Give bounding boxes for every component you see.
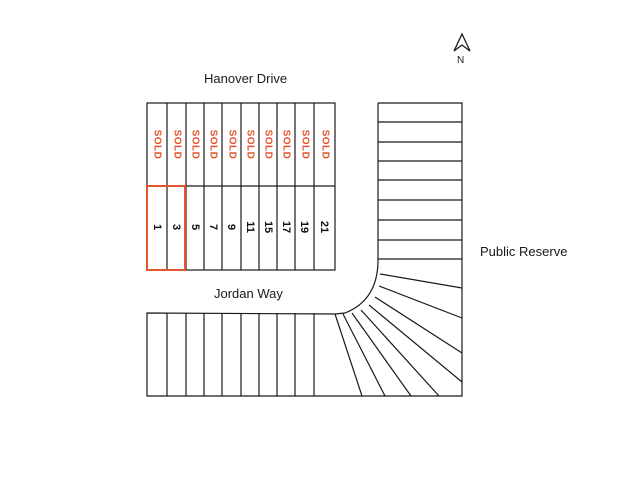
lot-boundary-line [368,304,463,383]
lot-status-sold: SOLD [262,129,274,159]
street-label-hanover: Hanover Drive [204,71,288,86]
lot-status-sold: SOLD [280,129,292,159]
lot-status-sold: SOLD [151,129,163,159]
lower-lot-block [146,312,336,397]
lot-boundary-line [342,313,386,397]
lot-status-sold: SOLD [319,129,330,159]
lot-boundary-line [351,312,412,397]
lot-boundary-line [374,296,463,354]
lot-number[interactable]: 17 [280,220,292,234]
lot-number[interactable]: 19 [298,220,311,234]
lot-status-sold: SOLD [189,129,201,159]
east-lot-block [334,102,463,397]
north-label: N [457,55,465,66]
street-label-jordan: Jordan Way [214,286,283,301]
lot-number[interactable]: 9 [225,223,238,231]
lot-number[interactable]: 7 [207,223,219,231]
highlighted-lots-outline[interactable] [146,185,186,271]
lot-boundary-line [379,273,463,289]
lot-boundary-line [334,313,363,397]
lot-number[interactable]: 1 [151,223,163,231]
lot-number[interactable]: 11 [243,221,256,233]
lot-boundary-line [378,285,463,319]
lot-status-sold: SOLD [244,129,256,159]
east-block-outline [334,102,463,397]
lot-status-sold: SOLD [207,129,219,159]
north-arrow-icon [453,32,471,52]
lot-number[interactable]: 15 [262,220,274,234]
lot-number[interactable]: 21 [318,220,331,234]
lot-status-sold: SOLD [226,129,237,159]
lot-number[interactable]: 5 [189,223,201,231]
public-reserve-label: Public Reserve [480,244,568,259]
lot-status-sold: SOLD [299,129,310,159]
lot-number[interactable]: 3 [170,223,183,231]
lot-status-sold: SOLD [171,129,182,159]
lot-boundary-line [360,309,440,397]
